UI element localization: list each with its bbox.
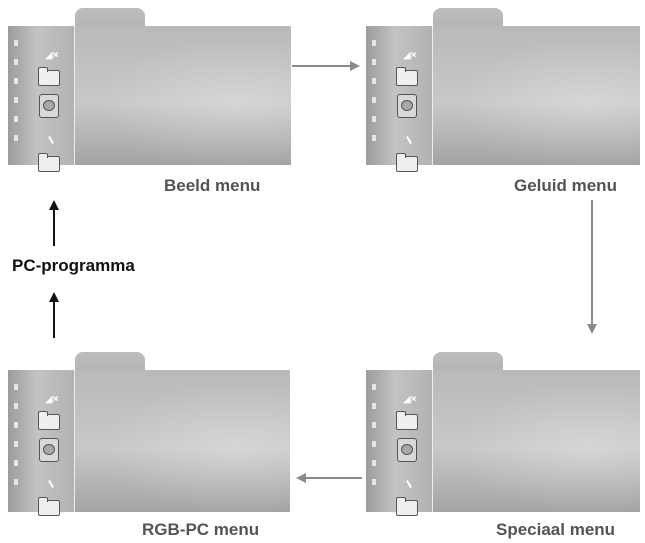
folder-icon [396, 411, 418, 430]
osd-panel [75, 370, 290, 512]
osd-tick-marks [372, 384, 376, 496]
speciaal-menu-label: Speciaal menu [496, 520, 616, 539]
folder-icon [38, 153, 60, 172]
tv-icon [397, 94, 417, 118]
folder-icon [396, 497, 418, 516]
folder-icon [38, 67, 60, 86]
osd-tick-marks [14, 40, 18, 152]
rgbpc-menu-label: RGB-PC menu [142, 520, 260, 539]
tv-icon [39, 438, 59, 462]
beeld-menu-screen: ◢× [8, 8, 291, 172]
folder-icon [396, 67, 418, 86]
osd-sidebar: ◢× [366, 370, 433, 516]
beeld-menu-label: Beeld menu [164, 176, 261, 195]
osd-panel [433, 370, 640, 512]
folder-icon [396, 153, 418, 172]
folder-icon [38, 411, 60, 430]
osd-panel [75, 26, 291, 165]
speaker-mute-icon: ◢× [403, 394, 417, 405]
osd-sidebar: ◢× [8, 26, 75, 172]
speaker-mute-icon: ◢× [45, 50, 59, 61]
osd-tick-marks [372, 40, 376, 152]
tv-icon [397, 438, 417, 462]
pc-programma-label: PC-programma [12, 256, 135, 275]
folder-icon [38, 497, 60, 516]
speaker-mute-icon: ◢× [45, 394, 59, 405]
speciaal-menu-screen: ◢× [366, 352, 640, 516]
geluid-menu-screen: ◢× [366, 8, 640, 172]
osd-tick-marks [14, 384, 18, 496]
osd-panel [433, 26, 640, 165]
osd-sidebar: ◢× [366, 26, 433, 172]
geluid-menu-label: Geluid menu [514, 176, 617, 195]
osd-sidebar: ◢× [8, 370, 75, 516]
speaker-mute-icon: ◢× [403, 50, 417, 61]
rgbpc-menu-screen: ◢× [8, 352, 290, 516]
tv-icon [39, 94, 59, 118]
